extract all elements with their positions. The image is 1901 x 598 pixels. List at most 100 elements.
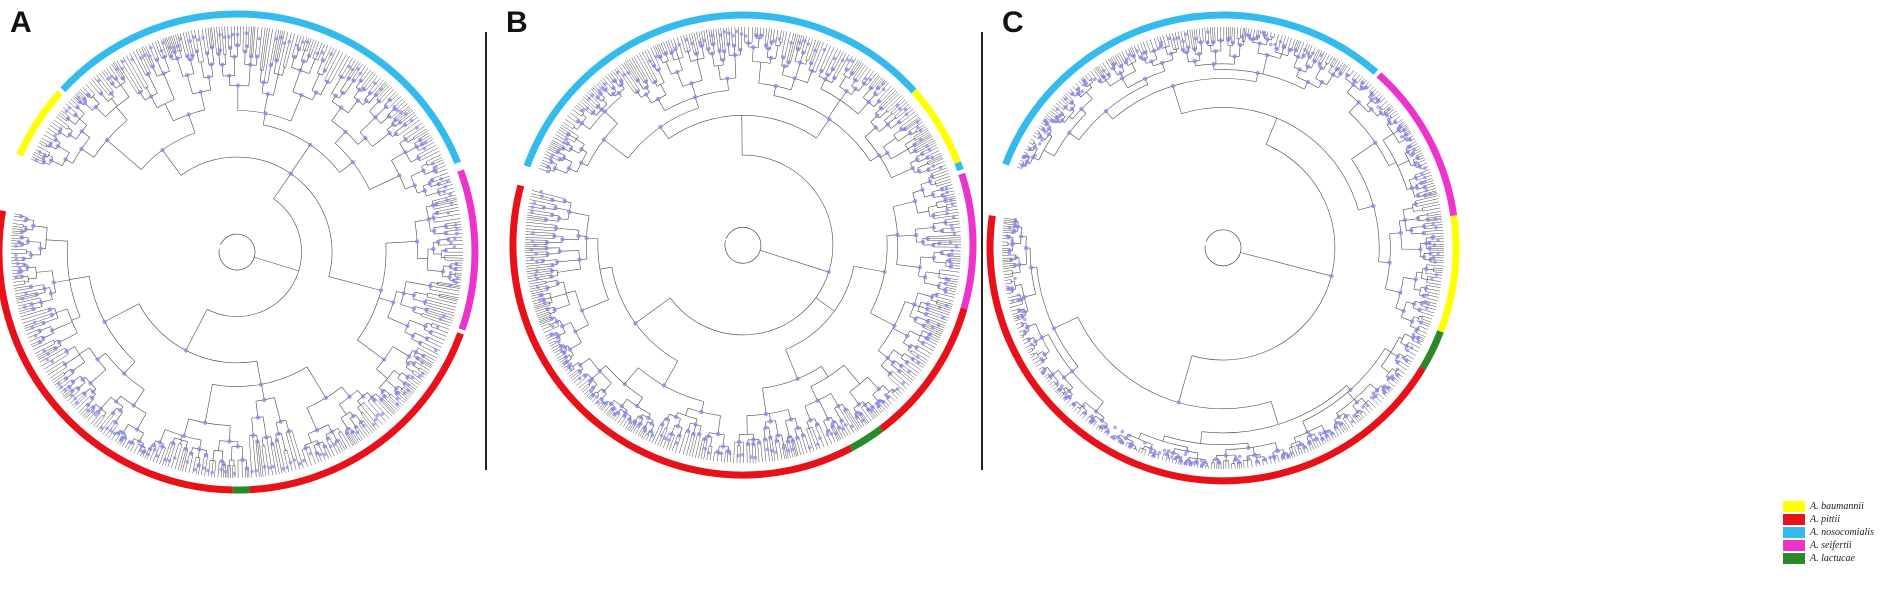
bootstrap-node-marker (656, 67, 661, 73)
bootstrap-node-marker (1294, 47, 1298, 52)
bootstrap-node-marker (883, 393, 888, 397)
bootstrap-node-marker (926, 337, 930, 341)
bootstrap-node-marker (397, 173, 402, 178)
internal-branch (1347, 391, 1355, 400)
clade-arc (180, 156, 333, 277)
bootstrap-node-marker (1102, 68, 1106, 73)
leaf-branch (795, 34, 801, 49)
leaf-branch (1043, 373, 1049, 378)
bootstrap-node-marker (438, 317, 443, 322)
internal-branch (557, 268, 581, 273)
bootstrap-node-marker (415, 355, 420, 361)
bootstrap-node-marker (65, 116, 71, 121)
bootstrap-node-marker (70, 388, 75, 393)
internal-branch (576, 138, 585, 145)
leaf-branch (1391, 113, 1399, 119)
leaf-branch (1287, 37, 1292, 50)
bootstrap-node-marker (1149, 59, 1154, 64)
leaf-branch (341, 431, 351, 448)
bootstrap-node-marker (1232, 54, 1237, 59)
bootstrap-node-marker (1322, 430, 1326, 434)
leaf-branch (218, 26, 222, 51)
bootstrap-node-marker (406, 383, 411, 387)
internal-branch (785, 420, 790, 437)
bootstrap-node-marker (21, 256, 26, 261)
leaf-branch (1424, 226, 1444, 230)
bootstrap-node-marker (769, 40, 774, 45)
bootstrap-node-marker (562, 351, 567, 355)
leaf-branch (1109, 436, 1112, 439)
bootstrap-node-marker (1422, 184, 1427, 190)
clade-arc (915, 130, 918, 133)
bootstrap-node-marker (120, 76, 126, 81)
bootstrap-node-marker (1369, 94, 1374, 98)
internal-branch (163, 73, 175, 100)
bootstrap-node-marker (439, 177, 444, 181)
clade-arc (157, 99, 175, 108)
leaf-branch (1427, 279, 1442, 282)
bootstrap-node-marker (568, 146, 574, 152)
clade-arc (849, 376, 868, 393)
leaf-branch (162, 442, 171, 466)
bootstrap-node-marker (751, 437, 756, 442)
leaf-branch (13, 280, 25, 283)
leaf-branch (367, 400, 387, 422)
bootstrap-node-marker (1063, 97, 1068, 101)
leaf-branch (533, 300, 545, 305)
bootstrap-node-marker (1092, 77, 1097, 82)
leaf-branch (825, 48, 838, 74)
leaf-branch (180, 448, 187, 471)
leaf-branch (1010, 303, 1023, 308)
leaf-branch (1065, 92, 1074, 102)
bootstrap-node-marker (382, 394, 387, 399)
bootstrap-node-marker (50, 359, 54, 364)
bootstrap-node-marker (944, 281, 948, 286)
bootstrap-node-marker (1363, 85, 1369, 90)
bootstrap-node-marker (826, 269, 831, 275)
bootstrap-node-marker (1417, 164, 1422, 169)
leaf-branch (526, 268, 552, 272)
tree-node-markers (1005, 30, 1440, 468)
internal-branch (290, 144, 311, 174)
leaf-branch (793, 440, 799, 456)
bootstrap-node-marker (1170, 83, 1176, 89)
leaf-branch (73, 395, 87, 409)
leaf-branch (911, 350, 928, 361)
bootstrap-node-marker (454, 261, 459, 267)
leaf-branch (915, 140, 935, 152)
bootstrap-node-marker (1082, 410, 1088, 416)
clade-arc (1354, 414, 1359, 418)
bootstrap-node-marker (728, 451, 732, 456)
bootstrap-node-marker (1199, 458, 1204, 463)
bootstrap-node-marker (442, 189, 446, 194)
bootstrap-node-marker (789, 41, 793, 45)
bootstrap-node-marker (557, 157, 563, 162)
leaf-branch (526, 218, 546, 222)
bootstrap-node-marker (1128, 442, 1133, 446)
leaf-branch (769, 28, 773, 43)
bootstrap-node-marker (643, 79, 648, 84)
species-arc-lactucae (849, 425, 884, 452)
bootstrap-node-marker (561, 155, 567, 161)
bootstrap-node-marker (422, 188, 427, 193)
bootstrap-node-marker (549, 159, 554, 165)
internal-branch (421, 163, 428, 167)
bootstrap-node-marker (772, 39, 777, 43)
leaf-branch (686, 433, 693, 456)
bootstrap-node-marker (868, 77, 872, 82)
bootstrap-node-marker (927, 179, 933, 184)
internal-branch (224, 54, 226, 65)
leaf-branch (1002, 261, 1012, 263)
bootstrap-node-marker (1184, 50, 1189, 55)
bootstrap-node-marker (254, 54, 260, 59)
bootstrap-node-marker (777, 36, 781, 41)
leaf-branch (1092, 421, 1097, 427)
bootstrap-node-marker (1246, 445, 1251, 451)
leaf-branch (1284, 36, 1289, 49)
leaf-branch (47, 127, 59, 135)
bootstrap-node-marker (120, 435, 124, 440)
leaf-branch (585, 94, 599, 107)
bootstrap-node-marker (25, 239, 31, 244)
clade-arc (1382, 140, 1408, 190)
bootstrap-node-marker (1425, 217, 1431, 222)
